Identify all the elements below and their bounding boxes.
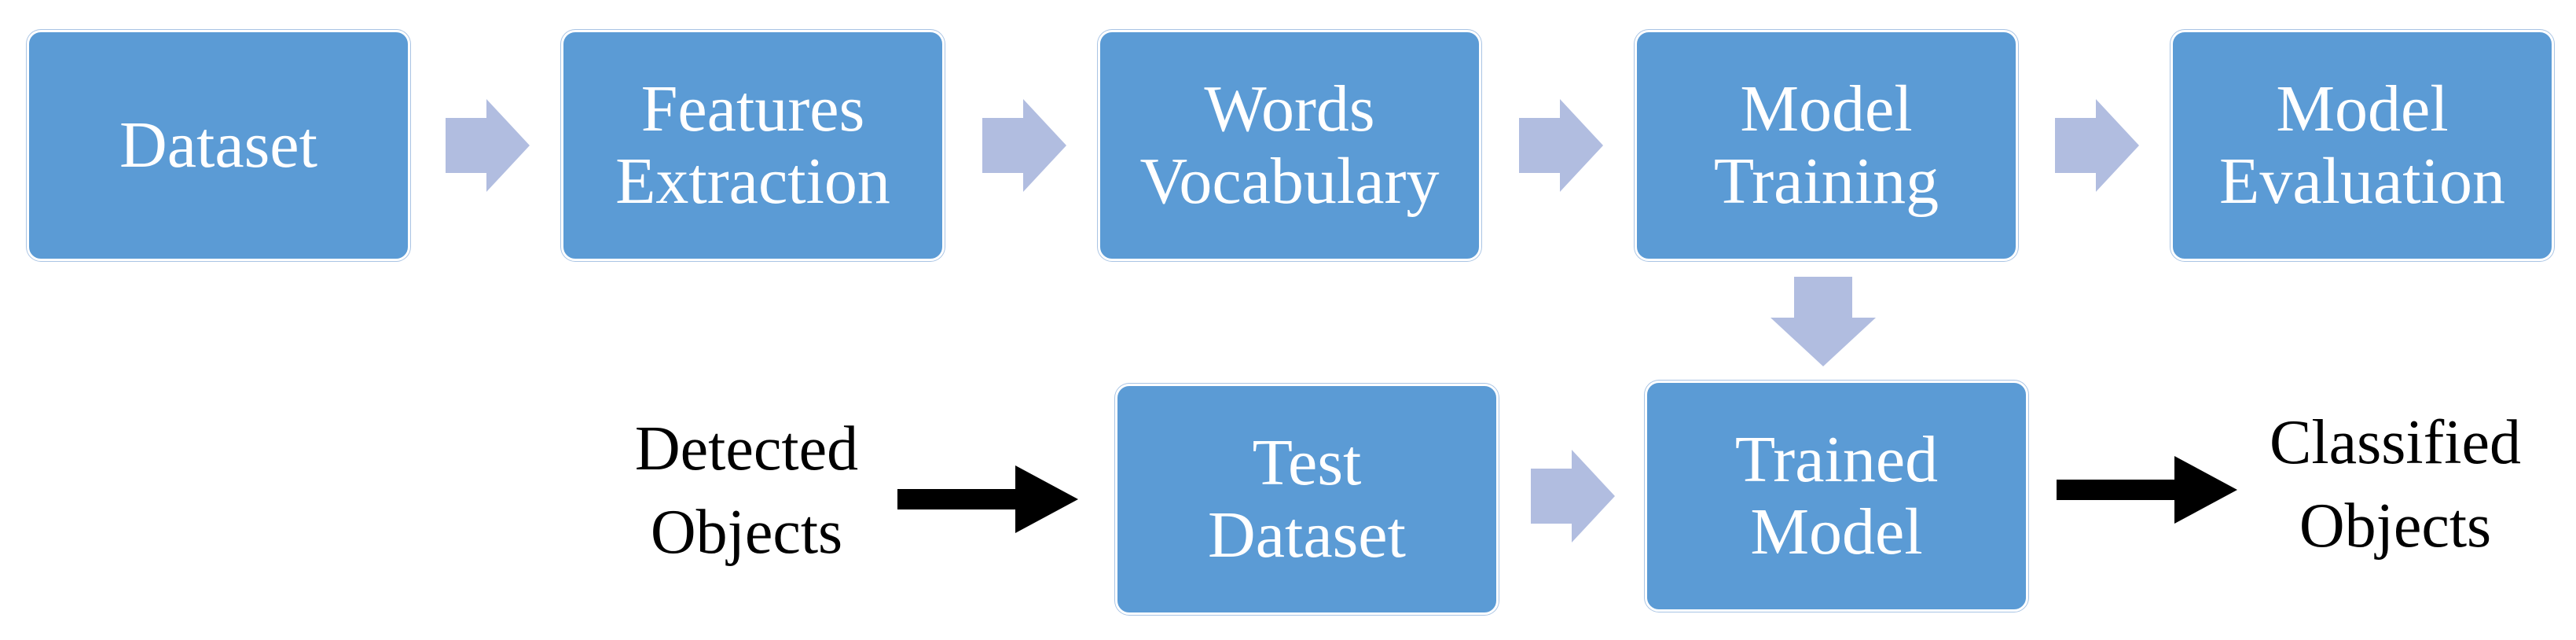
test-dataset-box: Test Dataset bbox=[1115, 384, 1499, 615]
features-extraction-label-line2: Extraction bbox=[615, 145, 890, 218]
model-evaluation-box: Model Evaluation bbox=[2171, 30, 2554, 261]
flow-arrow-features-to-vocabulary bbox=[982, 99, 1066, 192]
model-training-label-line1: Model bbox=[1740, 72, 1913, 145]
detected-objects-line1: Detected bbox=[634, 414, 859, 484]
test-dataset-label-line2: Dataset bbox=[1208, 498, 1406, 572]
flow-arrow-test-to-trained-model bbox=[1531, 450, 1615, 543]
black-arrow-trained-to-classified bbox=[2057, 456, 2237, 524]
features-extraction-label-line1: Features bbox=[640, 72, 865, 145]
words-vocabulary-label-line2: Vocabulary bbox=[1139, 145, 1440, 218]
classified-objects-line1: Classified bbox=[2270, 408, 2521, 477]
flow-arrow-dataset-to-features bbox=[446, 99, 530, 192]
model-evaluation-label-line1: Model bbox=[2276, 72, 2449, 145]
flow-arrow-training-to-trained-model bbox=[1771, 277, 1876, 366]
dataset-box: Dataset bbox=[27, 30, 410, 261]
dataset-label: Dataset bbox=[119, 109, 317, 182]
model-training-box: Model Training bbox=[1635, 30, 2018, 261]
flow-arrow-training-to-evaluation bbox=[2055, 99, 2139, 192]
trained-model-label-line2: Model bbox=[1750, 495, 1923, 568]
flow-arrow-vocabulary-to-training bbox=[1519, 99, 1603, 192]
model-evaluation-label-line2: Evaluation bbox=[2219, 145, 2505, 218]
model-training-label-line2: Training bbox=[1713, 145, 1939, 218]
detected-objects-line2: Objects bbox=[650, 498, 843, 567]
trained-model-label-line1: Trained bbox=[1734, 423, 1939, 496]
features-extraction-box: Features Extraction bbox=[561, 30, 945, 261]
detected-objects-label: Detected Objects bbox=[605, 407, 888, 574]
trained-model-box: Trained Model bbox=[1645, 381, 2028, 612]
test-dataset-label-line1: Test bbox=[1252, 426, 1362, 499]
words-vocabulary-box: Words Vocabulary bbox=[1098, 30, 1481, 261]
words-vocabulary-label-line1: Words bbox=[1204, 72, 1375, 145]
classified-objects-line2: Objects bbox=[2299, 491, 2492, 561]
black-arrow-detected-to-test bbox=[897, 465, 1078, 533]
classified-objects-label: Classified Objects bbox=[2246, 401, 2545, 568]
